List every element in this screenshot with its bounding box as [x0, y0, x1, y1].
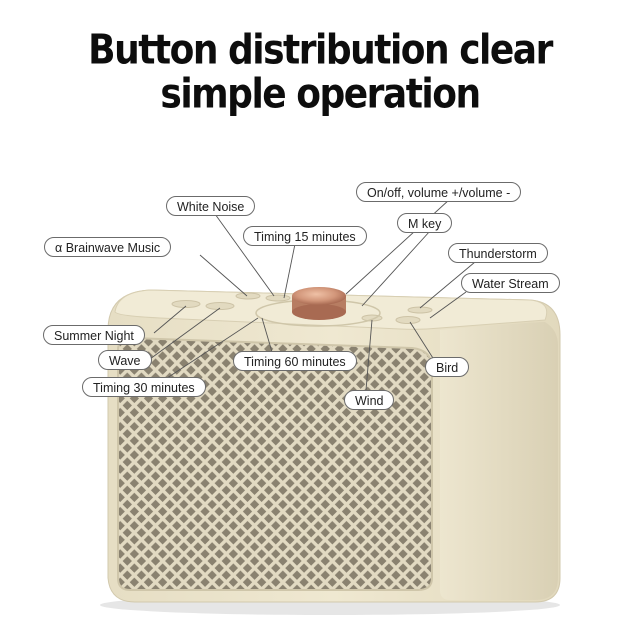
headline-line-2: simple operation — [160, 70, 481, 119]
volume-knob — [292, 287, 346, 305]
callout-timing-30: Timing 30 minutes — [82, 377, 206, 397]
callout-wave: Wave — [98, 350, 152, 370]
leader-lines — [149, 198, 476, 391]
button-brainwave — [235, 292, 261, 300]
callout-timing-15: Timing 15 minutes — [243, 226, 367, 246]
callout-bird: Bird — [425, 357, 470, 377]
callout-white-noise: White Noise — [166, 196, 256, 216]
speaker-side-panel — [440, 322, 558, 600]
button-summer-night — [171, 300, 201, 308]
callout-brainwave: α Brainwave Music — [44, 237, 172, 257]
callout-thunderstorm: Thunderstorm — [448, 243, 548, 263]
callout-water-stream: Water Stream — [461, 273, 560, 293]
button-wave — [205, 302, 235, 310]
callout-on-off-volume: On/off, volume +/volume - — [356, 182, 522, 202]
callout-m-key: M key — [397, 213, 453, 233]
button-thunderstorm — [407, 306, 433, 314]
button-bird — [395, 316, 421, 324]
speaker-grille — [117, 336, 433, 591]
callout-timing-60: Timing 60 minutes — [233, 351, 357, 371]
callout-summer-night: Summer Night — [43, 325, 145, 345]
button-white-noise — [265, 294, 291, 302]
headline-line-1: Button distribution clear — [88, 26, 553, 75]
callout-wind: Wind — [344, 390, 395, 410]
